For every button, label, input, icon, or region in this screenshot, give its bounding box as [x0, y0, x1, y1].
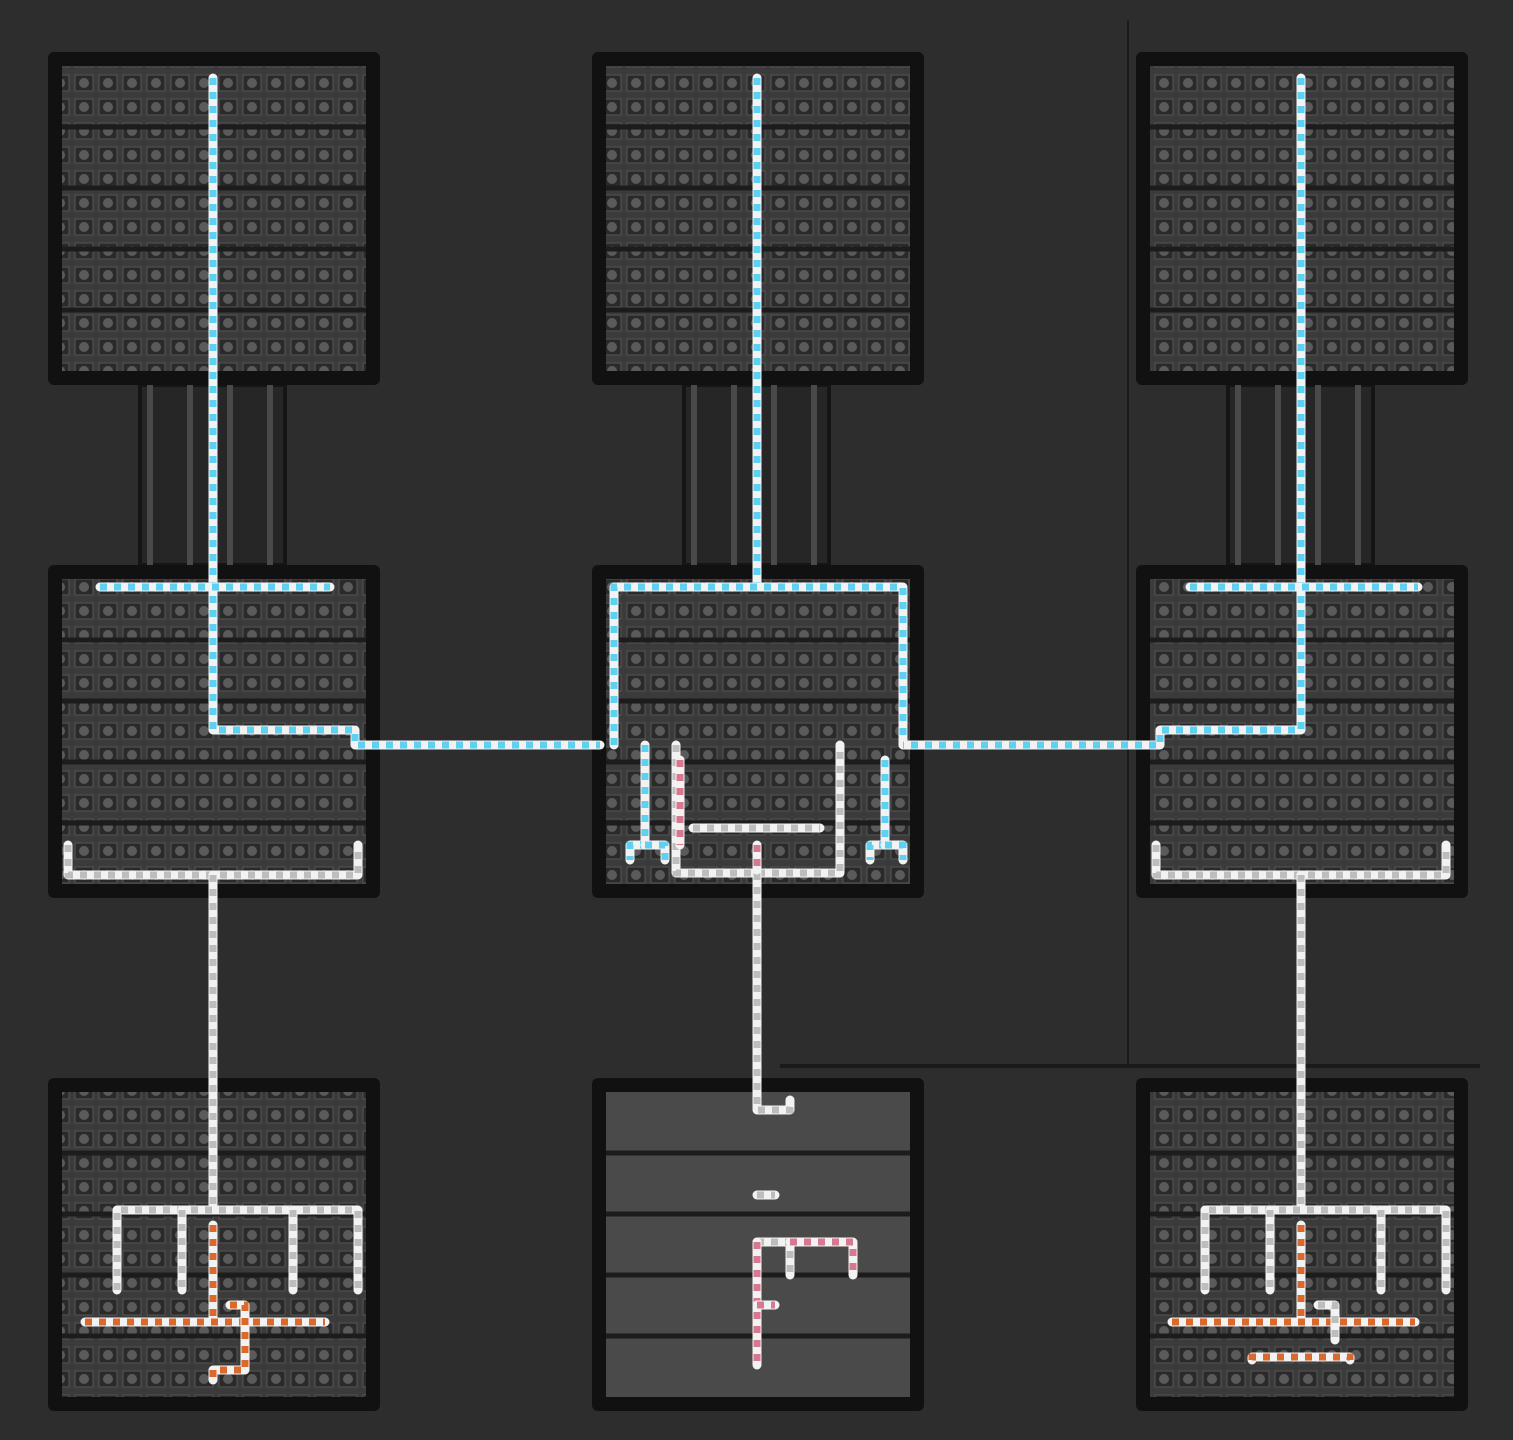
pipe-contents [209, 78, 600, 749]
pipe-contents [1318, 1301, 1339, 1340]
gas-pipe-mid-loop[interactable] [609, 582, 908, 750]
pipe-contents [903, 78, 1305, 749]
gas-branch[interactable] [640, 840, 670, 865]
pipe-body [625, 740, 650, 865]
gas-branch[interactable] [865, 755, 890, 865]
room-interior [606, 579, 910, 884]
liquid-branch[interactable] [1313, 1300, 1340, 1345]
pipe-body [752, 868, 795, 1115]
gas-branch[interactable] [880, 840, 908, 865]
pipe-contents [1201, 1206, 1450, 1290]
gas-branch[interactable] [625, 740, 650, 865]
pipe-body [609, 582, 908, 750]
pipe-contents [866, 760, 889, 860]
liquid-pipe-mid-drop[interactable] [752, 868, 795, 1115]
gas-pipe-left[interactable] [208, 73, 605, 750]
pink-pipe-branch[interactable] [785, 1237, 858, 1280]
pipe-contents [885, 841, 907, 860]
pipe-contents [209, 1301, 249, 1380]
orange-pipe-left-loop[interactable] [208, 1300, 250, 1385]
gas-pipe-right[interactable] [898, 73, 1306, 750]
liquid-pipe-left-manifold[interactable] [112, 1205, 363, 1295]
pipe-contents [1248, 1353, 1354, 1361]
pipe-contents [790, 1238, 857, 1275]
orange-pipe-right-loop[interactable] [1247, 1352, 1355, 1365]
pipe-contents [113, 1206, 362, 1290]
liquid-pipe-right-manifold[interactable] [1200, 1205, 1451, 1295]
pipe-contents [753, 873, 794, 1114]
pipe-contents [645, 841, 669, 860]
